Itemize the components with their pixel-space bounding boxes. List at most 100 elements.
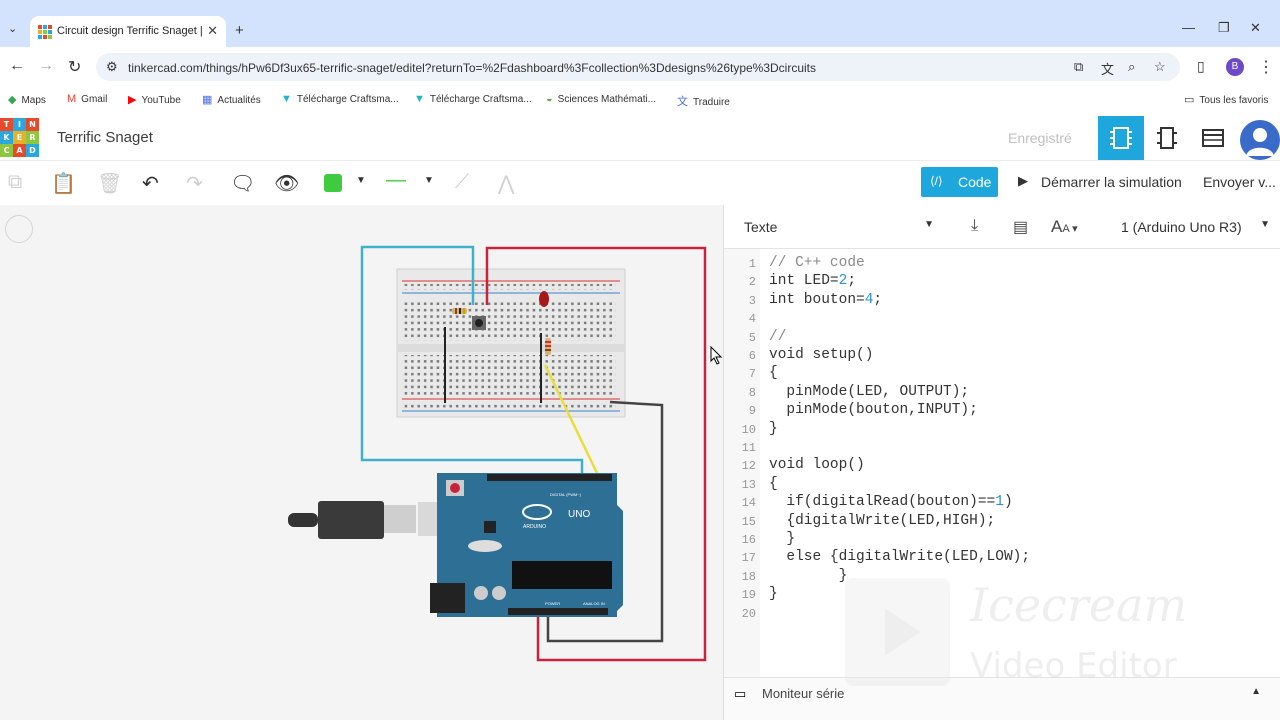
code-line: int LED=2; — [769, 273, 857, 290]
craftsman-icon: ▼ — [281, 93, 292, 105]
analog-header-label: ANALOG IN — [583, 601, 605, 606]
zoom-icon[interactable]: ⌕ — [1128, 59, 1136, 74]
code-button[interactable]: ⟨/⟩ Code — [921, 167, 998, 197]
chevron-up-icon[interactable]: ▲ — [1251, 686, 1261, 697]
bookmark-youtube[interactable]: ▶YouTube — [128, 94, 181, 106]
bookmark-news[interactable]: ▦Actualités — [202, 94, 261, 106]
bookmark-maps[interactable]: ◆Maps — [8, 94, 46, 106]
code-mode-select[interactable]: Texte ▼ — [732, 213, 942, 241]
save-status: Enregistré — [1008, 130, 1072, 146]
font-size-icon[interactable]: AA ▾ — [1051, 217, 1078, 236]
bookmark-craftsman-2[interactable]: ▼Télécharge Craftsma... — [414, 93, 532, 105]
url-text: tinkercad.com/things/hPw6Df3ux65-terrifi… — [128, 61, 817, 75]
serial-monitor-bar[interactable]: ▭ Moniteur série ▲ — [724, 677, 1280, 720]
user-avatar[interactable] — [1240, 120, 1280, 160]
breadboard[interactable] — [396, 268, 626, 418]
line-number: 12 — [741, 459, 756, 474]
project-name[interactable]: Terrific Snaget — [57, 129, 153, 146]
close-tab-icon[interactable]: ✕ — [207, 23, 218, 38]
line-number: 1 — [748, 257, 756, 271]
paste-icon[interactable]: 📋 — [51, 173, 76, 195]
color-swatch[interactable] — [324, 174, 342, 192]
color-dropdown-icon[interactable]: ▼ — [356, 175, 366, 186]
site-info-icon[interactable]: ⚙ — [106, 59, 118, 74]
toggle-notes-icon[interactable]: 👁 — [274, 173, 300, 195]
library-icon[interactable]: ▤ — [1013, 219, 1029, 236]
pushbutton[interactable] — [472, 316, 486, 330]
bookmark-sciences[interactable]: ◒Sciences Mathémati... — [546, 93, 657, 105]
schematic-view-button[interactable] — [1144, 116, 1190, 160]
back-icon[interactable]: ← — [9, 57, 25, 74]
zoom-fit-button[interactable] — [5, 215, 33, 243]
line-number: 7 — [748, 367, 756, 382]
news-icon: ▦ — [202, 94, 213, 106]
close-window-icon[interactable]: ✕ — [1250, 20, 1261, 35]
editor-toolbar: ⧉ 📋 🗑 ↶ ↷ 🗨 👁 ▼ — ▼ ⟋ ⋀ — [0, 161, 1280, 205]
send-to-button[interactable]: Envoyer v... — [1197, 167, 1280, 197]
browser-tab[interactable]: Circuit design Terrific Snaget | Tinkerc… — [30, 16, 226, 47]
component-list-button[interactable] — [1190, 116, 1236, 160]
circuit-canvas[interactable]: UNO ARDUINO DIGITAL (PWM~) POWER ANALOG … — [0, 205, 723, 720]
address-bar[interactable]: ⚙ tinkercad.com/things/hPw6Df3ux65-terri… — [96, 53, 1180, 81]
board-brand: ARDUINO — [523, 524, 546, 530]
minimize-icon[interactable]: — — [1182, 20, 1195, 35]
rotate-icon[interactable]: ⟋ — [455, 171, 469, 193]
redo-icon[interactable]: ↷ — [186, 173, 203, 195]
notes-icon[interactable]: 🗨 — [230, 173, 256, 195]
chevron-down-icon: ▼ — [924, 219, 934, 230]
line-number: 16 — [741, 533, 756, 547]
profile-avatar[interactable]: B — [1226, 58, 1244, 76]
wires[interactable] — [360, 245, 707, 662]
menu-icon[interactable]: ⋮ — [1258, 59, 1274, 76]
led-red[interactable] — [539, 291, 549, 307]
all-bookmarks[interactable]: ▭Tous les favoris — [1184, 94, 1269, 106]
bookmark-craftsman-1[interactable]: ▼Télécharge Craftsma... — [281, 93, 399, 105]
power-header-label: POWER — [545, 601, 560, 606]
install-app-icon[interactable]: ⧉ — [1074, 59, 1084, 74]
table-icon — [1202, 129, 1224, 147]
bookmark-star-icon[interactable]: ☆ — [1154, 59, 1166, 74]
arduino-uno-board[interactable]: UNO ARDUINO DIGITAL (PWM~) POWER ANALOG … — [430, 473, 623, 617]
wire-type-dropdown-icon[interactable]: ▼ — [424, 175, 434, 186]
tab-search-icon[interactable]: ⌄ — [8, 23, 18, 35]
resistor-1[interactable] — [452, 308, 467, 314]
browser-tab-strip: ⌄ Circuit design Terrific Snaget | Tinke… — [0, 0, 1280, 47]
copy-icon[interactable]: ⧉ — [8, 171, 23, 193]
line-number: 15 — [741, 514, 756, 529]
code-mode-value: Texte — [744, 219, 778, 235]
delete-icon[interactable]: 🗑 — [97, 173, 123, 195]
flip-icon[interactable]: ⋀ — [498, 173, 515, 195]
translate-icon: 文 — [677, 96, 688, 108]
watermark: Icecream Video Editor — [845, 578, 1265, 688]
side-panel-icon[interactable]: ▯ — [1197, 58, 1205, 74]
reload-icon[interactable]: ↻ — [68, 59, 82, 76]
chip-icon — [1110, 127, 1132, 149]
circuit-view-button[interactable] — [1098, 116, 1144, 160]
code-line: { — [769, 475, 778, 492]
translate-icon[interactable]: 文 — [1101, 62, 1115, 77]
code-line: // C++ code — [769, 255, 865, 271]
start-simulation-button[interactable]: ▶ Démarrer la simulation — [1006, 167, 1190, 197]
code-line: } — [769, 531, 796, 547]
watermark-line1: Icecream — [970, 578, 1188, 632]
code-line: {digitalWrite(LED,HIGH); — [769, 512, 996, 529]
forward-icon[interactable]: → — [38, 57, 54, 74]
code-line: } — [769, 567, 848, 584]
undo-icon[interactable]: ↶ — [142, 173, 159, 195]
device-select[interactable]: 1 (Arduino Uno R3) ▼ — [1109, 213, 1274, 241]
wire-type-icon[interactable]: — — [386, 169, 406, 191]
code-panel-header: Texte ▼ ⤓ ▤ AA ▾ 1 (Arduino Uno R3) ▼ — [724, 205, 1280, 249]
device-value: 1 (Arduino Uno R3) — [1121, 219, 1242, 235]
maximize-icon[interactable]: ❐ — [1218, 20, 1230, 35]
chevron-down-icon: ▼ — [1260, 219, 1270, 230]
download-icon[interactable]: ⤓ — [971, 217, 979, 234]
new-tab-button[interactable]: + — [235, 22, 244, 39]
resistor-2[interactable] — [545, 338, 551, 355]
code-line: if(digitalRead(bouton)==1) — [769, 494, 1013, 511]
circuit-workspace[interactable]: UNO ARDUINO DIGITAL (PWM~) POWER ANALOG … — [0, 205, 723, 720]
